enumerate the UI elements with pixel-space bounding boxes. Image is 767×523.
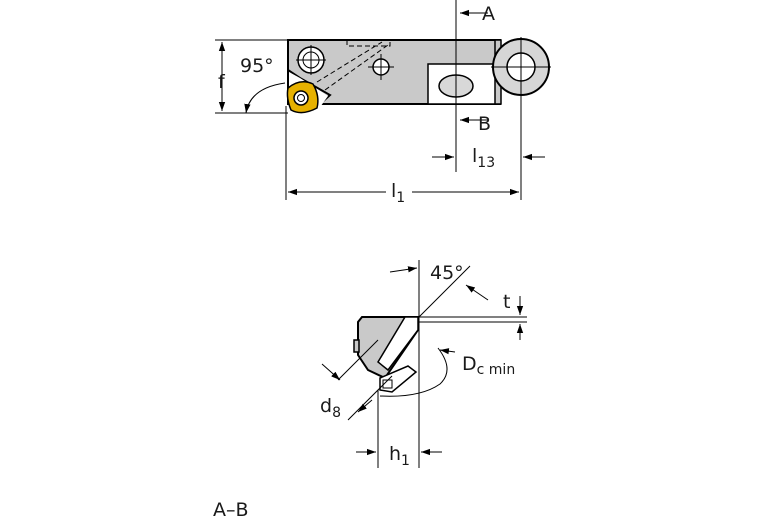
section-a-label: A <box>482 3 495 25</box>
screw-hole-2 <box>368 54 394 80</box>
angle-45-label: 45° <box>430 262 464 284</box>
dim-d8-label: d8 <box>320 395 341 421</box>
angle-95-arc <box>244 82 286 114</box>
top-view: A B f 95° l13 l1 <box>215 0 551 206</box>
dim-d8-arrow-top <box>321 363 341 381</box>
tool-end-view <box>491 37 551 105</box>
dim-f-label: f <box>218 71 226 93</box>
dim-t-label: t <box>503 291 510 313</box>
angle-45-arrow-right <box>465 284 489 301</box>
dim-d8-arrow-bottom <box>357 399 373 413</box>
dim-h1-label: h1 <box>389 443 410 469</box>
dim-l13-label: l13 <box>472 145 495 171</box>
section-channel <box>377 316 419 372</box>
section-b-label: B <box>478 113 491 135</box>
coolant-channel <box>316 40 391 91</box>
dim-l1-label: l1 <box>391 180 405 206</box>
angle-45-arrow-left <box>389 266 418 273</box>
screw-hole-1 <box>296 45 326 75</box>
section-view: 45° t Dc min d8 h1 <box>320 260 527 469</box>
section-caption: A–B <box>213 499 249 521</box>
dim-dc-arc <box>379 347 448 397</box>
dim-dc-label: Dc min <box>462 353 515 378</box>
angle-95-label: 95° <box>240 55 274 77</box>
